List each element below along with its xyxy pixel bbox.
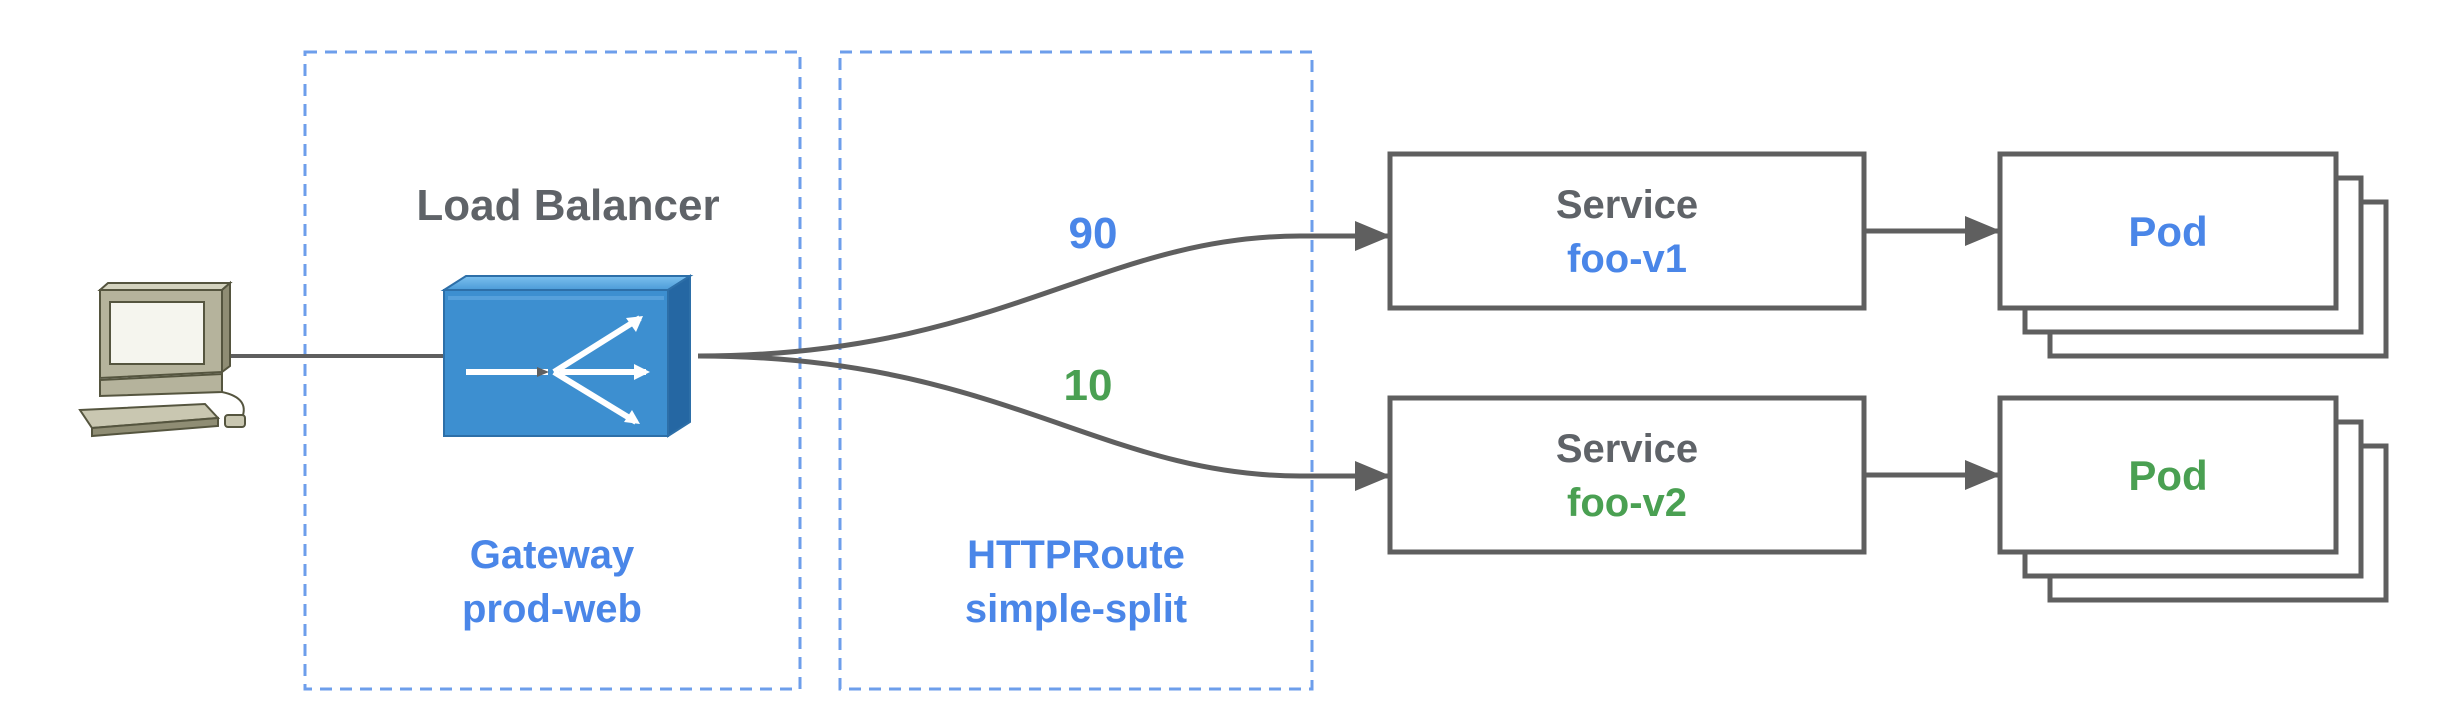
service-kind-label: Service [1556, 183, 1698, 227]
computer-icon [78, 280, 444, 438]
service-name-label: foo-v1 [1567, 237, 1687, 281]
weight-label-foo-v2: 10 [1064, 361, 1113, 410]
gateway-boundary [303, 50, 802, 691]
route-line-foo-v1 [697, 221, 1391, 359]
pod-stack-foo-v1: Pod [1997, 151, 2389, 359]
pod-label: Pod [2128, 208, 2207, 255]
load-balancer-heading: Load Balancer [416, 181, 719, 230]
route-line-foo-v2 [697, 353, 1391, 491]
pod-label: Pod [2128, 452, 2207, 499]
service-box-foo-v2: Service foo-v2 [1387, 395, 1867, 555]
gateway-kind-label: Gateway [470, 533, 635, 577]
service-kind-label: Service [1556, 427, 1698, 471]
switch-icon [440, 274, 694, 438]
service-name-label: foo-v2 [1567, 481, 1687, 525]
pod-stack-foo-v2: Pod [1997, 395, 2389, 603]
httproute-name-label: simple-split [965, 587, 1187, 631]
httproute-boundary [838, 50, 1314, 691]
service-box-foo-v1: Service foo-v1 [1387, 151, 1867, 311]
weight-label-foo-v1: 90 [1069, 209, 1118, 258]
gateway-name-label: prod-web [462, 587, 642, 631]
httproute-kind-label: HTTPRoute [967, 533, 1185, 577]
